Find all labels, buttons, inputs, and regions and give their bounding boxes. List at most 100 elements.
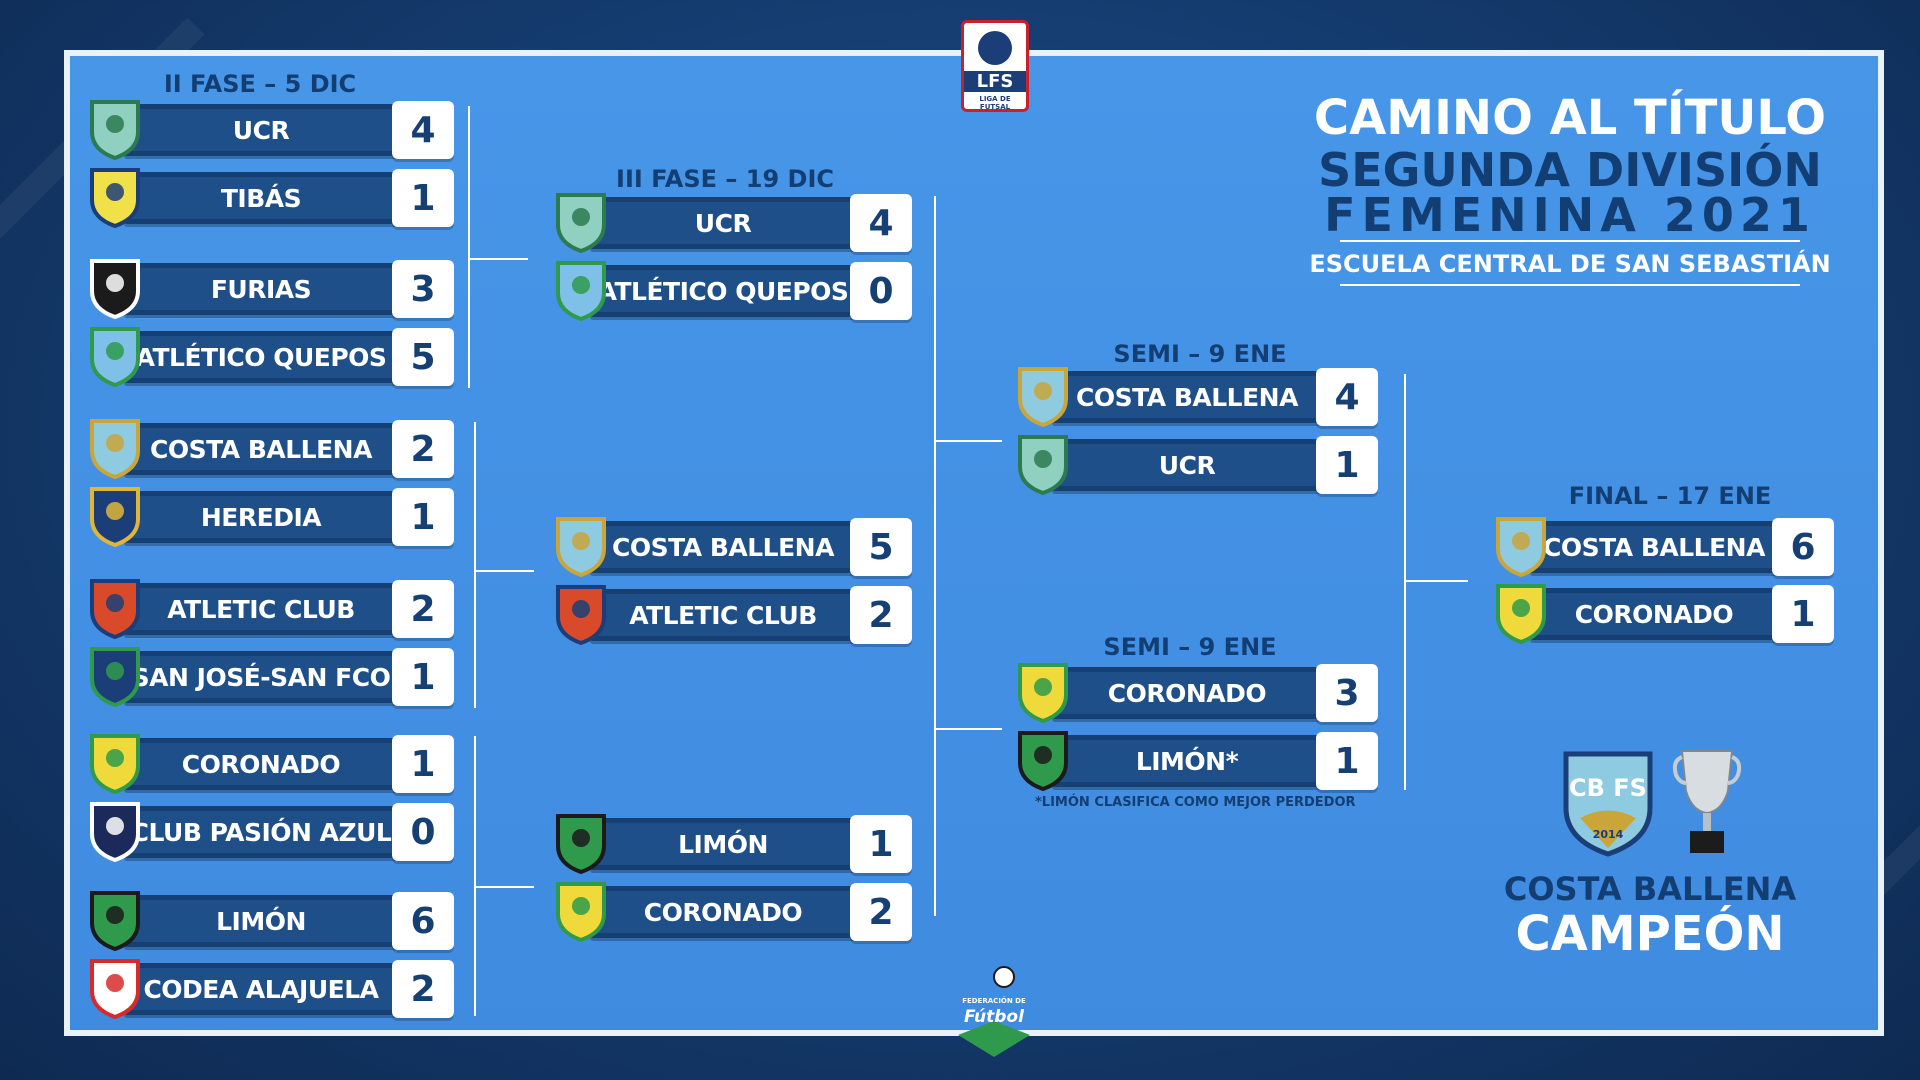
- limon-logo: [88, 889, 142, 952]
- bracket-line: [474, 570, 534, 572]
- team-score: 6: [392, 892, 454, 950]
- team-bar: CORONADO: [1052, 667, 1326, 719]
- team-score: 1: [392, 648, 454, 706]
- team-name: ATLETIC CLUB: [130, 588, 392, 630]
- team-name: CORONADO: [596, 891, 850, 933]
- atletic-club-logo: [88, 577, 142, 640]
- coronado-logo: [1494, 582, 1548, 645]
- team-name: COSTA BALLENA: [596, 526, 850, 568]
- team-bar: CLUB PASIÓN AZUL: [124, 806, 402, 858]
- team-name: UCR: [1058, 444, 1316, 486]
- venue-divider: [1340, 284, 1800, 286]
- pasion-azul-logo: [88, 800, 142, 863]
- team-bar: UCR: [124, 104, 402, 156]
- team-bar: CORONADO: [124, 738, 402, 790]
- team-bar: LIMÓN: [124, 895, 402, 947]
- team-row: LIMÓN*1: [1018, 731, 1378, 792]
- team-score: 6: [1772, 518, 1834, 576]
- team-bar: COSTA BALLENA: [1052, 371, 1326, 423]
- champion-label: CAMPEÓN: [1515, 906, 1785, 962]
- semi-note: *LIMÓN CLASIFICA COMO MEJOR PERDEDOR: [1035, 795, 1356, 810]
- team-bar: ATLETIC CLUB: [590, 589, 860, 641]
- team-name: LIMÓN: [130, 900, 392, 942]
- bracket-line: [934, 196, 936, 916]
- team-name: CORONADO: [1536, 593, 1772, 635]
- team-bar: CORONADO: [590, 886, 860, 938]
- team-score: 2: [850, 883, 912, 941]
- costa-ballena-logo: [1016, 365, 1070, 428]
- team-bar: ATLÉTICO QUEPOS: [124, 331, 402, 383]
- bracket-line: [1404, 374, 1406, 790]
- team-bar: CORONADO: [1530, 588, 1782, 640]
- team-bar: UCR: [1052, 439, 1326, 491]
- lfs-logo-text: LFS: [964, 71, 1026, 92]
- team-bar: LIMÓN: [590, 818, 860, 870]
- phase-3-title: III FASE – 19 DIC: [616, 165, 834, 193]
- champion-crest: CB FS 2014: [1560, 748, 1656, 858]
- team-score: 5: [850, 518, 912, 576]
- team-bar: UCR: [590, 197, 860, 249]
- quepos-logo: [88, 325, 142, 388]
- heredia-logo: [88, 485, 142, 548]
- atletic-club-logo: [554, 583, 608, 646]
- team-name: COSTA BALLENA: [130, 428, 392, 470]
- team-name: TIBÁS: [130, 177, 392, 219]
- tibas-logo: [88, 166, 142, 229]
- team-score: 1: [392, 169, 454, 227]
- team-score: 1: [1316, 436, 1378, 494]
- team-score: 2: [392, 960, 454, 1018]
- team-score: 1: [392, 488, 454, 546]
- lfs-logo: LFS LIGA DE FUTSAL: [961, 20, 1029, 112]
- team-bar: CODEA ALAJUELA: [124, 963, 402, 1015]
- team-score: 1: [392, 735, 454, 793]
- team-score: 2: [392, 420, 454, 478]
- team-score: 0: [392, 803, 454, 861]
- team-name: SAN JOSÉ-SAN FCO: [130, 656, 392, 698]
- federacion-logo: FEDERACIÓN DE Fútbol: [952, 965, 1036, 1057]
- team-score: 3: [1316, 664, 1378, 722]
- semi-1-title: SEMI – 9 ENE: [1113, 340, 1287, 368]
- bracket-line: [934, 728, 1002, 730]
- team-bar: SAN JOSÉ-SAN FCO: [124, 651, 402, 703]
- title-line-3: FEMENINA 2021: [1324, 188, 1816, 242]
- limon-logo: [554, 812, 608, 875]
- ucr-logo: [1016, 433, 1070, 496]
- team-name: COSTA BALLENA: [1058, 376, 1316, 418]
- trophy-icon: [1672, 745, 1742, 859]
- title-line-1: CAMINO AL TÍTULO: [1313, 90, 1827, 146]
- final-title: FINAL – 17 ENE: [1568, 482, 1772, 510]
- costa-ballena-logo: [554, 515, 608, 578]
- team-name: LIMÓN*: [1058, 740, 1316, 782]
- bracket-line: [474, 422, 476, 708]
- semi-2-title: SEMI – 9 ENE: [1103, 633, 1277, 661]
- team-score: 0: [850, 262, 912, 320]
- limon-logo: [1016, 729, 1070, 792]
- team-name: ATLÉTICO QUEPOS: [596, 270, 850, 312]
- lfs-logo-subtext: LIGA DE FUTSAL: [979, 95, 1011, 111]
- costa-ballena-logo: [88, 417, 142, 480]
- team-score: 3: [392, 260, 454, 318]
- title-divider: [1340, 240, 1800, 242]
- team-score: 2: [392, 580, 454, 638]
- venue-text: ESCUELA CENTRAL DE SAN SEBASTIÁN: [1309, 250, 1831, 278]
- team-bar: HEREDIA: [124, 491, 402, 543]
- team-name: UCR: [130, 109, 392, 151]
- bracket-line: [934, 440, 1002, 442]
- codea-logo: [88, 957, 142, 1020]
- champion-crest-text: CB FS: [1569, 774, 1647, 802]
